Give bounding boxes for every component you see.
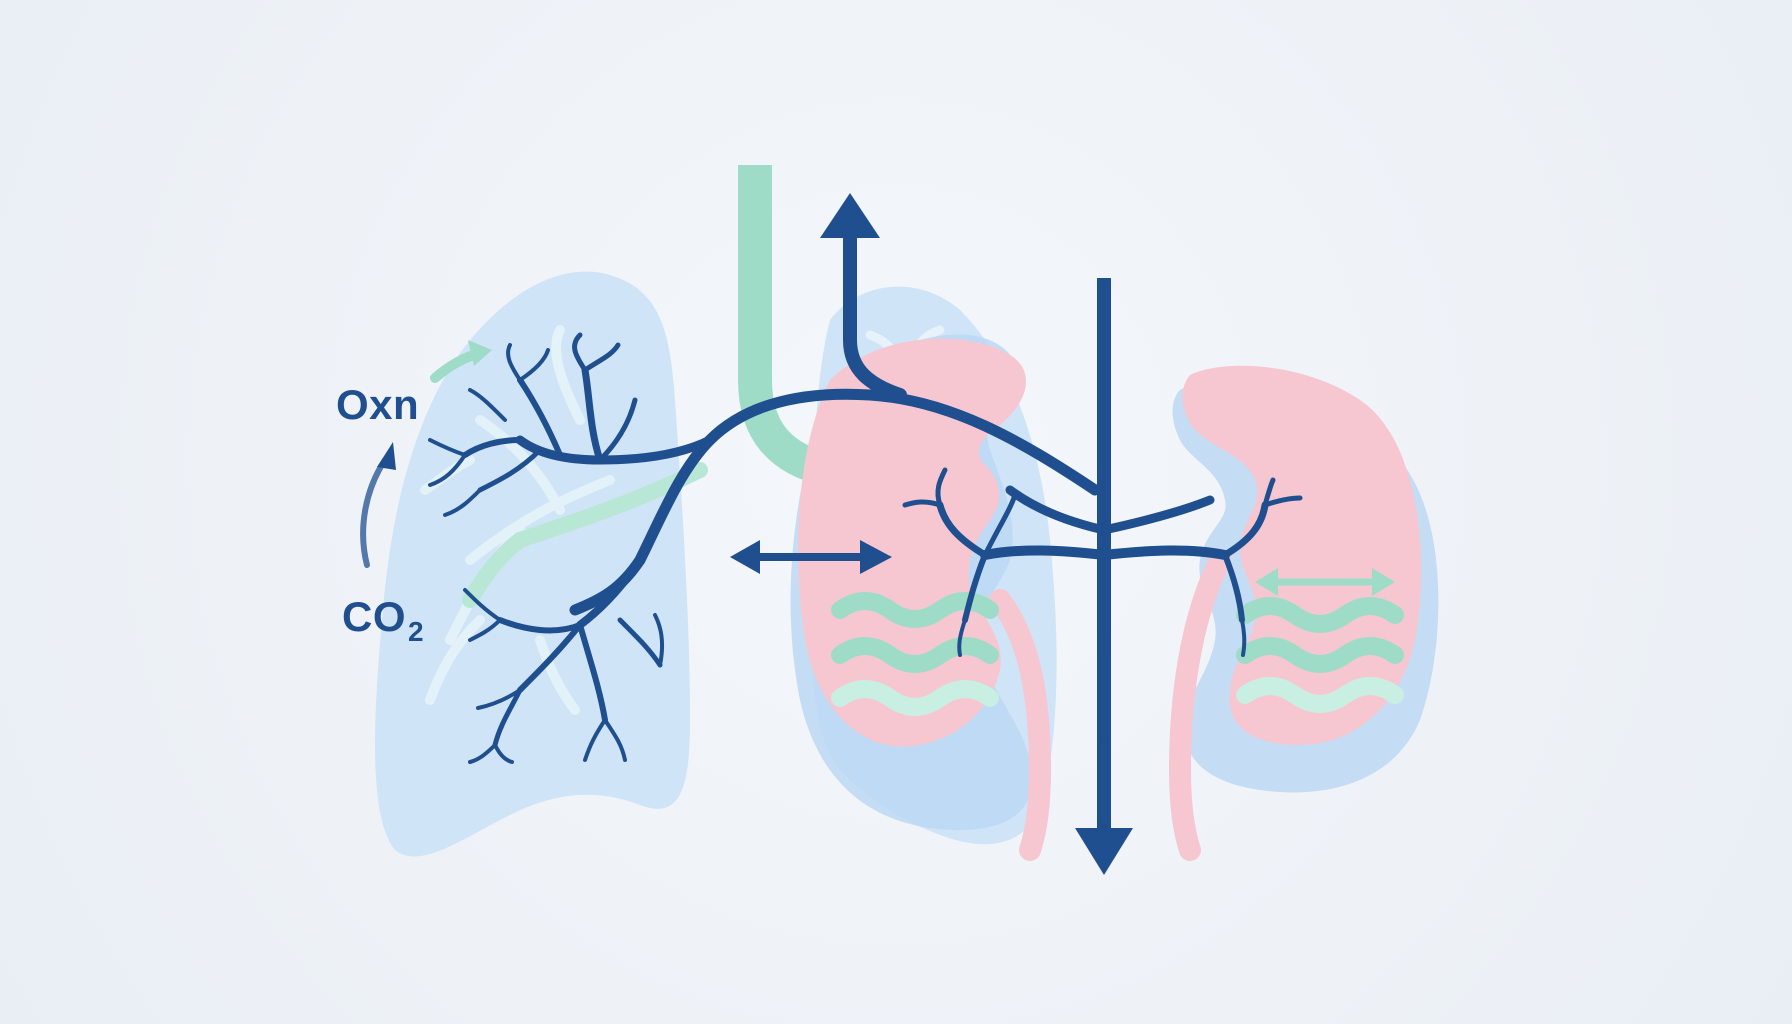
left-lung-icon [375, 271, 708, 857]
bronchial-tree-icon [428, 332, 1101, 764]
renal-vessels-icon [902, 467, 1303, 657]
left-kidney-icon [790, 334, 1052, 861]
co2-subscript: 2 [408, 616, 425, 647]
mint-double-arrow-icon [1255, 568, 1395, 596]
carbon-dioxide-label: CO2 [342, 593, 424, 646]
navy-double-arrow-icon [730, 540, 892, 574]
gas-exchange-arrows [360, 340, 492, 568]
oxygen-label: Oxn [336, 381, 420, 428]
right-kidney-icon [1168, 365, 1439, 861]
co2-main-text: CO [342, 593, 406, 640]
up-arrow-icon [820, 193, 907, 402]
down-arrow-icon [1075, 278, 1133, 875]
